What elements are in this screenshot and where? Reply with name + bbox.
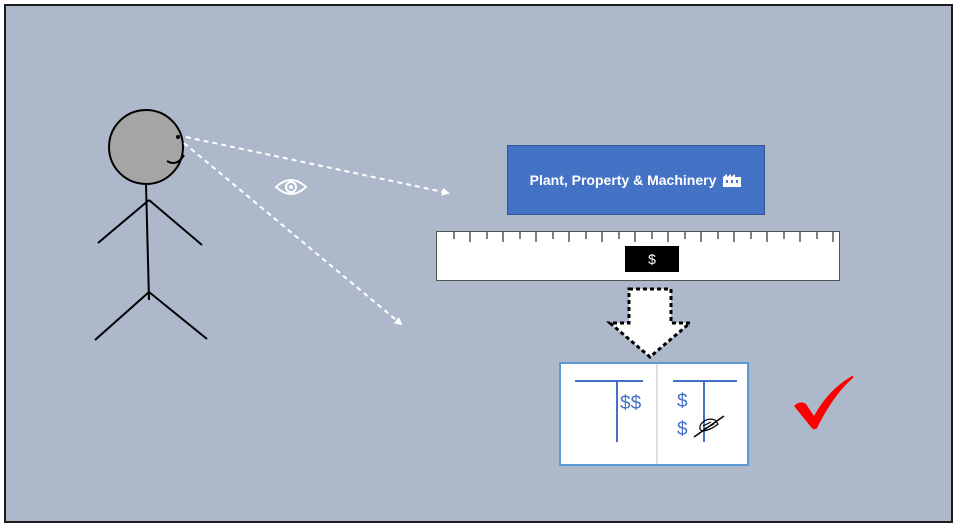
asset-label: Plant, Property & Machinery [529,172,717,188]
asset-box: Plant, Property & Machinery [507,145,765,215]
right-account-amount-1: $ [677,391,688,412]
stick-figure [94,109,208,341]
right-account-amount-2: $ [677,419,688,440]
down-arrow-icon [605,287,695,359]
figure-eye [176,135,180,139]
ruler-dollar-label: $ [625,246,679,272]
ruler-ticks [453,232,834,242]
figure-head [108,109,184,185]
figure-right-arm [148,199,203,246]
t-account-lines [575,364,737,464]
slide-canvas: Plant, Property & Machinery $ $$ $ $ [4,4,953,523]
eye-icon [274,179,308,195]
sight-line-to-ledger [183,142,403,326]
pencil-icon [693,415,725,438]
figure-left-leg [94,291,150,341]
t-account-ledger: $$ $ $ [559,362,749,466]
scene-drawing [94,109,695,359]
figure-left-arm [97,199,150,244]
figure-right-leg [148,291,208,340]
figure-smile [166,154,185,164]
building-icon [723,174,742,187]
left-account-amount: $$ [620,393,642,414]
measurement-ruler: $ [436,231,840,281]
sight-line-to-asset [185,136,450,196]
checkmark-icon [794,376,854,430]
